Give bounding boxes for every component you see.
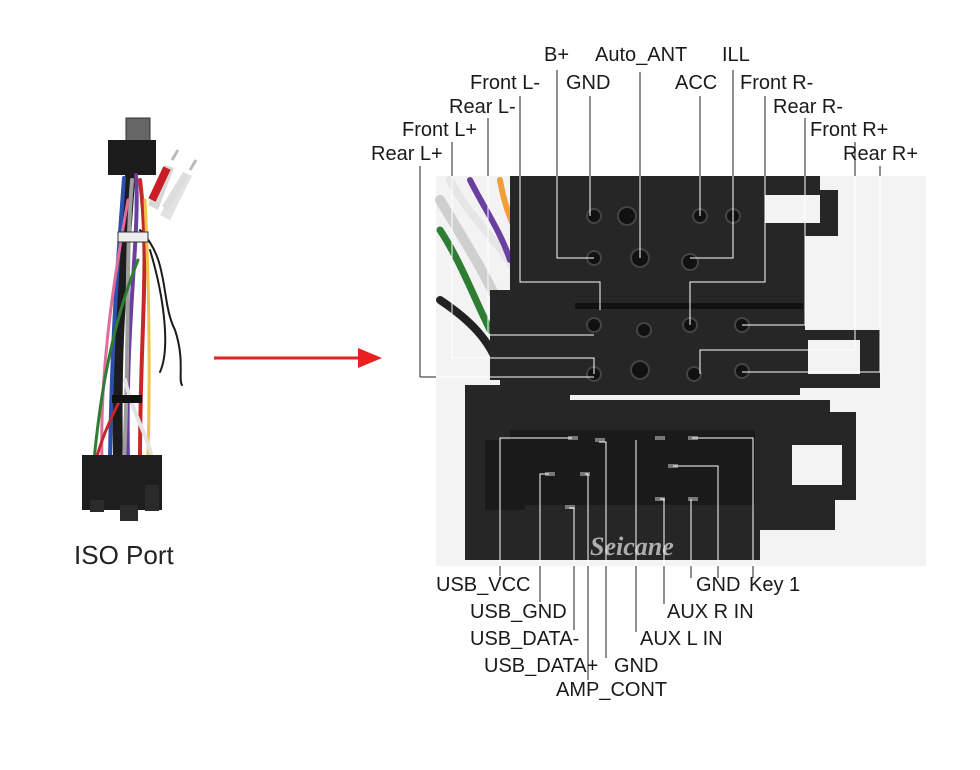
leader-lines-top-outside [419,70,881,378]
label-front-l-minus: Front L- [470,72,541,94]
label-key1: Key 1 [749,574,801,596]
label-rear-r-plus: Rear R+ [843,143,919,165]
label-front-r-plus: Front R+ [810,119,889,141]
watermark-text: Seicane [590,532,674,561]
label-front-r-minus: Front R- [740,72,814,94]
rca-plugs [148,149,198,220]
upper-pins [586,206,750,382]
label-gnd-bottom: GND [614,655,659,677]
label-ill: ILL [722,44,750,66]
iso-port-caption: ISO Port [74,540,174,570]
leader-lines-bottom-outside [499,566,754,680]
cable-tie [117,231,149,243]
label-usb-vcc: USB_VCC [436,574,531,596]
label-rear-l-minus: Rear L- [449,96,516,118]
label-b-plus: B+ [544,44,570,66]
wire-bundle [92,170,183,465]
label-amp-cont: AMP_CONT [556,679,668,701]
usb-plug [125,117,151,143]
cable-tie [112,395,142,403]
upper-connector-block [490,176,880,410]
label-usb-gnd: USB_GND [470,601,567,623]
top-connector [108,140,156,175]
label-usb-data-minus: USB_DATA- [470,628,580,650]
label-auto-ant: Auto_ANT [595,44,688,66]
label-aux-r-in: AUX R IN [667,601,754,623]
label-acc: ACC [675,72,718,94]
wire-harness-image [82,117,198,521]
label-gnd-key: GND [696,574,741,596]
label-usb-data-plus: USB_DATA+ [484,655,599,677]
direction-arrow [214,348,382,368]
leader-lines-bottom [499,437,754,566]
label-gnd-top: GND [566,72,611,94]
label-front-l-plus: Front L+ [402,119,478,141]
label-aux-l-in: AUX L IN [640,628,723,650]
label-rear-r-minus: Rear R- [773,96,844,118]
label-rear-l-plus: Rear L+ [371,143,443,165]
connector-photo: Seicane [435,176,926,566]
